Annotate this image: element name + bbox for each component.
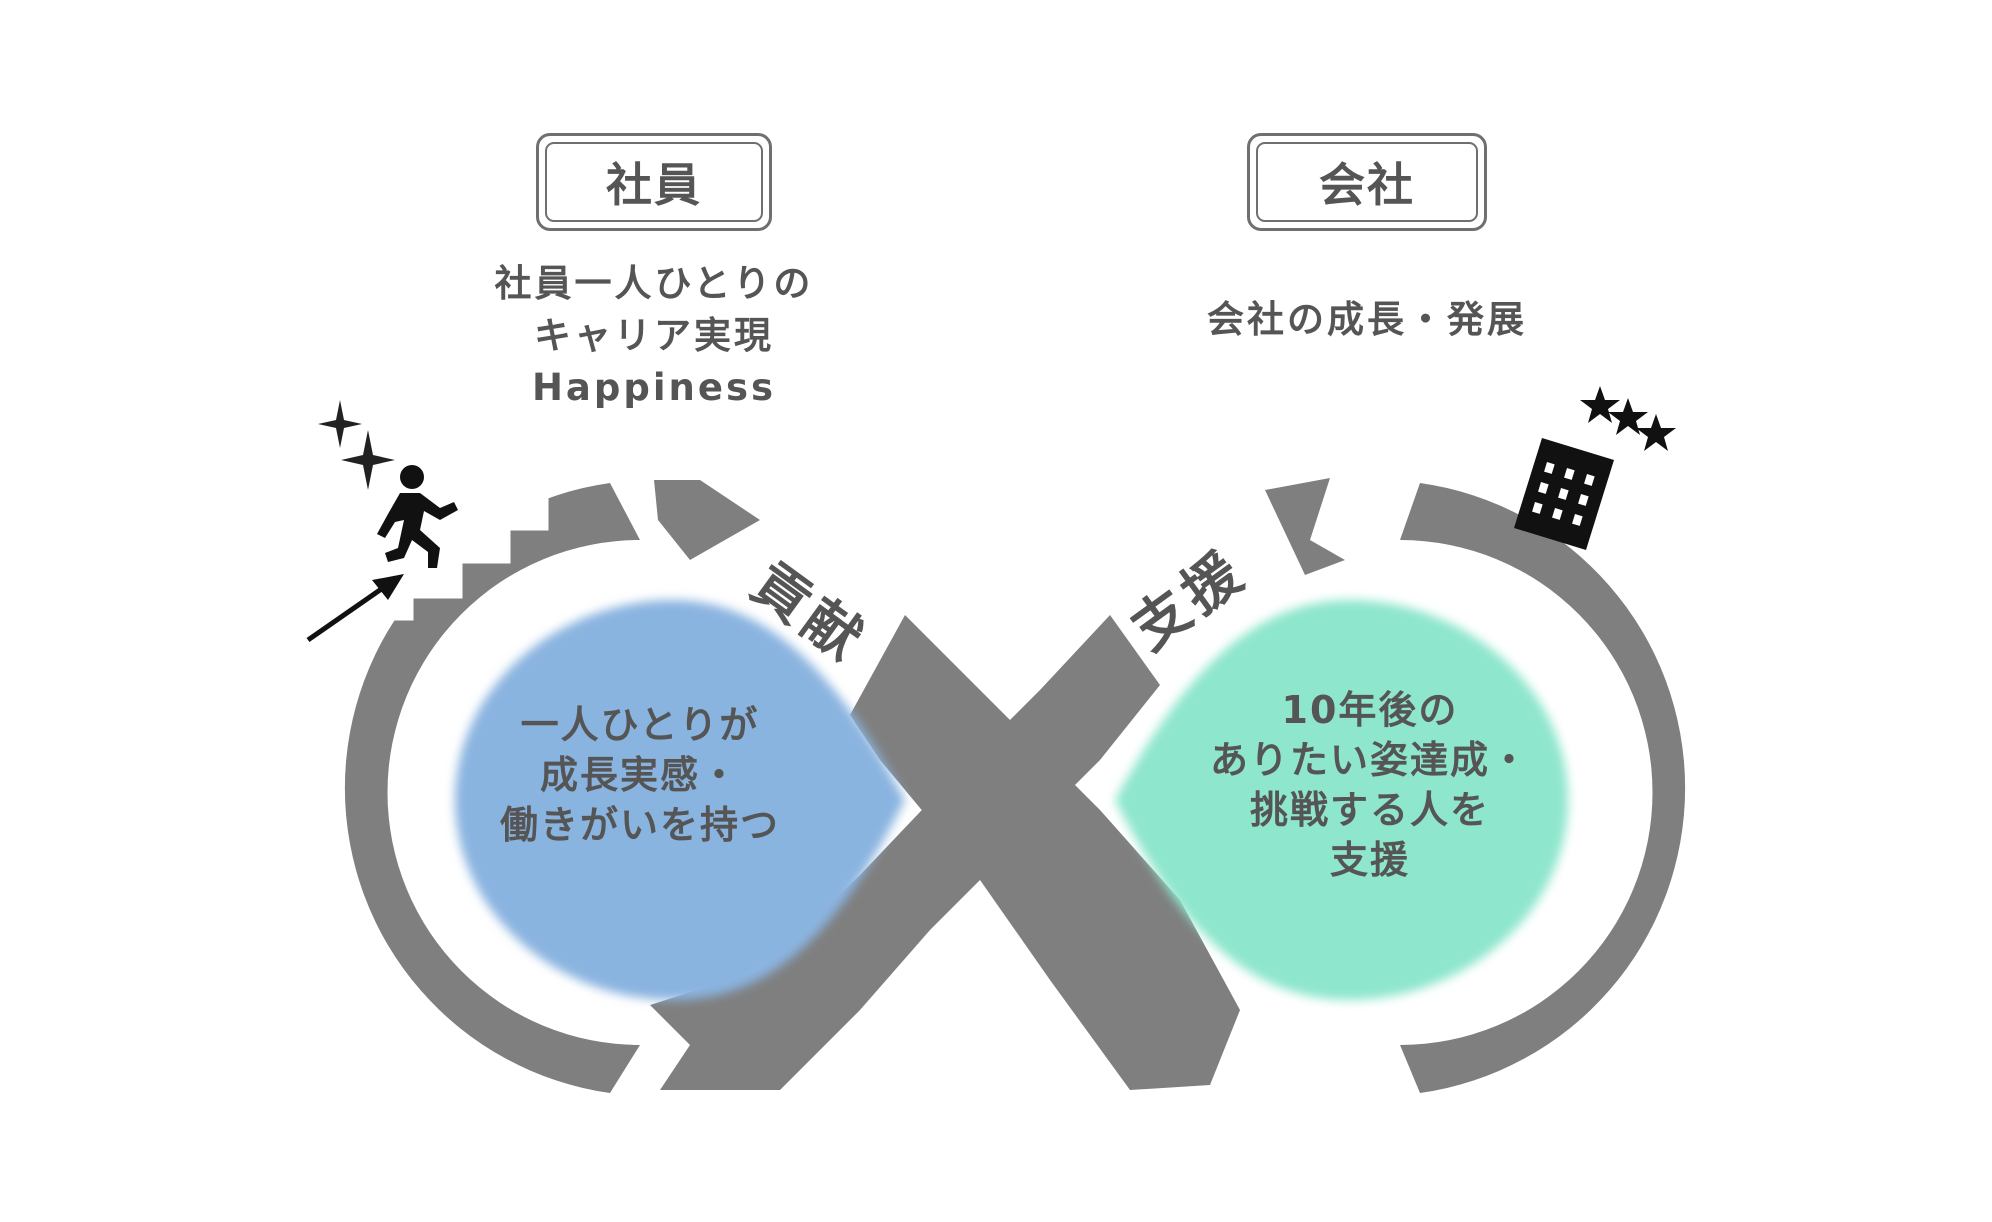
cross-band-descending xyxy=(850,615,1240,1090)
employee-center-line: 成長実感・ xyxy=(539,753,740,797)
employee-center-line: 働きがいを持つ xyxy=(499,803,780,847)
company-center-line: ありたい姿達成・ xyxy=(1209,738,1530,782)
upper-left-arrow-segment xyxy=(654,480,760,560)
company-center-line: 10年後の xyxy=(1281,688,1459,732)
runner-icon xyxy=(377,465,458,568)
arrow-icon xyxy=(306,574,404,643)
company-title-box: 会社 xyxy=(1247,133,1487,231)
stairs-icon xyxy=(394,487,549,621)
company-center-line: 挑戦する人を xyxy=(1249,788,1490,832)
sparkle-icon xyxy=(341,430,395,490)
left-loop-segment xyxy=(344,483,640,1093)
star-icon xyxy=(1636,414,1676,451)
star-icon xyxy=(1608,398,1648,435)
company-center-line: 支援 xyxy=(1329,838,1410,882)
cross-band-ascending xyxy=(650,615,1160,1090)
company-description-line: 会社の成長・発展 xyxy=(1207,298,1527,341)
company-teardrop xyxy=(1115,600,1568,1000)
employee-description-line: キャリア実現 xyxy=(534,314,774,357)
employee-title-box: 社員 xyxy=(536,133,772,231)
building-icon xyxy=(1514,438,1614,550)
employee-description: 社員一人ひとりの キャリア実現 Happiness xyxy=(404,258,904,414)
star-icon xyxy=(1580,386,1620,423)
employee-description-line: Happiness xyxy=(531,366,777,409)
upper-right-arrow-segment xyxy=(1265,478,1345,575)
company-center-text: 10年後の ありたい姿達成・ 挑戦する人を 支援 xyxy=(1140,685,1600,885)
employee-description-line: 社員一人ひとりの xyxy=(494,262,814,305)
employee-center-line: 一人ひとりが xyxy=(520,703,760,747)
employee-teardrop xyxy=(455,600,905,1000)
company-description: 会社の成長・発展 xyxy=(1117,294,1617,346)
sparkle-icon xyxy=(318,400,362,448)
right-loop-segment xyxy=(1400,483,1686,1093)
employee-center-text: 一人ひとりが 成長実感・ 働きがいを持つ xyxy=(430,700,850,850)
